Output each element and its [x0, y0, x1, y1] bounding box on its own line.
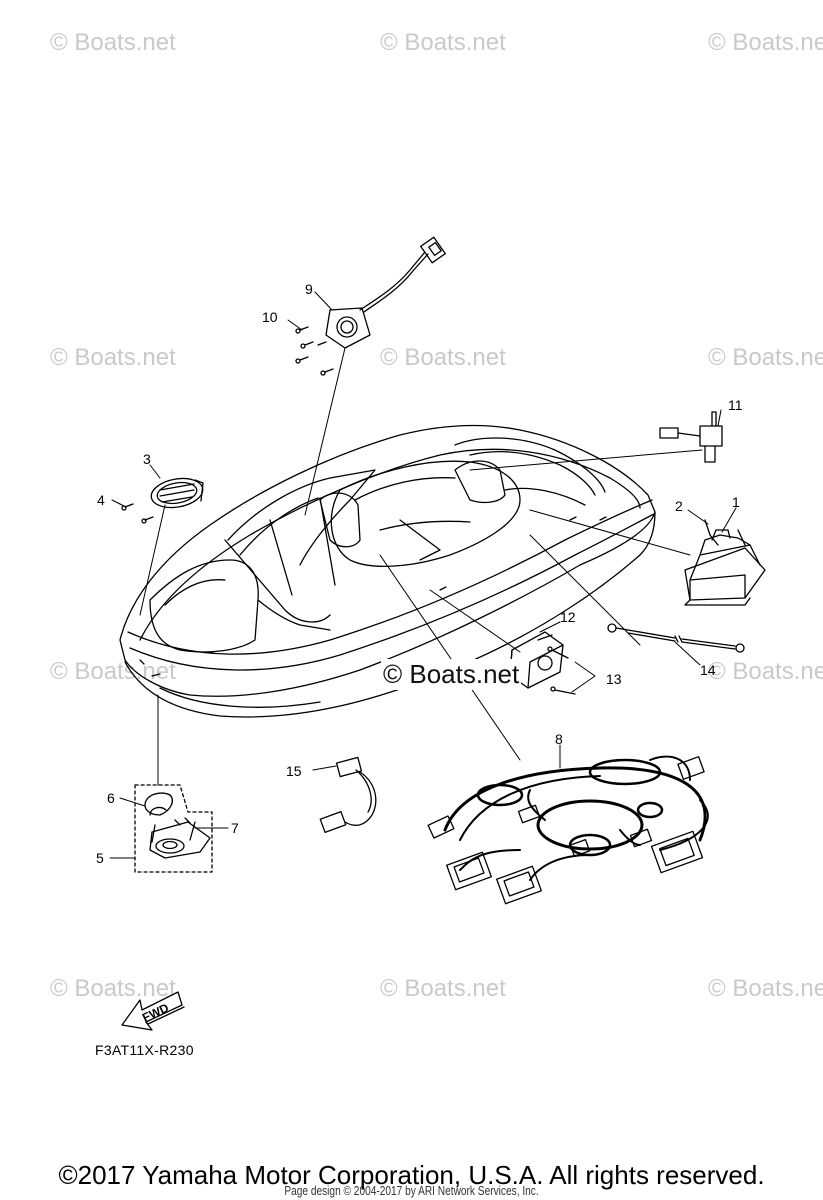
watermark-low-right: © Boats.net [708, 658, 823, 685]
part-11-sensor [659, 411, 723, 463]
callout-12: 12 [560, 609, 576, 625]
parts-5-6-7-box [134, 784, 213, 873]
callout-10: 10 [262, 309, 278, 325]
part-9-bracket [325, 236, 446, 349]
callout-14: 14 [700, 662, 716, 678]
callout-1: 1 [732, 494, 740, 510]
callout-5: 5 [96, 850, 104, 866]
watermark-bottom-right: © Boats.net [708, 975, 823, 1002]
part-4-screws [121, 503, 154, 524]
figure-code: F3AT11X-R230 [95, 1042, 194, 1058]
part-2-battery-bracket [704, 519, 746, 546]
watermark-top-center: © Boats.net [380, 29, 506, 56]
watermark-mid-left: © Boats.net [50, 344, 176, 371]
copyright-notice: ©2017 Yamaha Motor Corporation, U.S.A. A… [58, 1160, 765, 1190]
boat-hull [119, 424, 656, 718]
callout-9: 9 [305, 281, 313, 297]
part-10-screws [295, 326, 334, 376]
callout-8: 8 [555, 731, 563, 747]
watermark-bottom-left: © Boats.net [50, 975, 176, 1002]
watermark-low-left: © Boats.net [50, 658, 176, 685]
callout-11: 11 [728, 397, 743, 413]
part-3-speaker [150, 477, 204, 509]
fwd-label: FWD [140, 1000, 171, 1024]
callout-13: 13 [606, 671, 622, 687]
callout-15: 15 [286, 763, 302, 779]
part-15-sensor-lead [319, 756, 377, 833]
part-13-bolts [547, 646, 576, 695]
leader-lines [109, 291, 737, 859]
part-14-cable [607, 623, 745, 653]
watermark-top-left: © Boats.net [50, 29, 176, 56]
part-8-harness [427, 755, 709, 905]
watermark-bottom-center: © Boats.net [380, 975, 506, 1002]
fwd-arrow-icon [121, 991, 185, 1031]
callout-3: 3 [143, 451, 151, 467]
callout-4: 4 [97, 492, 105, 508]
callout-2: 2 [675, 498, 683, 514]
page-design-credit: Page design © 2004-2017 by ARI Network S… [284, 1183, 539, 1198]
watermark-top-right: © Boats.net [708, 29, 823, 56]
watermark-mid-center: © Boats.net [380, 344, 506, 371]
part-1-battery-box [684, 529, 766, 606]
callout-labels: 1 2 3 4 5 6 7 8 9 10 11 12 13 14 15 FWD [96, 281, 743, 1025]
watermark-mid-right: © Boats.net [708, 344, 823, 371]
callout-7: 7 [231, 820, 239, 836]
center-watermark: © Boats.net [381, 659, 522, 690]
callout-6: 6 [107, 790, 115, 806]
